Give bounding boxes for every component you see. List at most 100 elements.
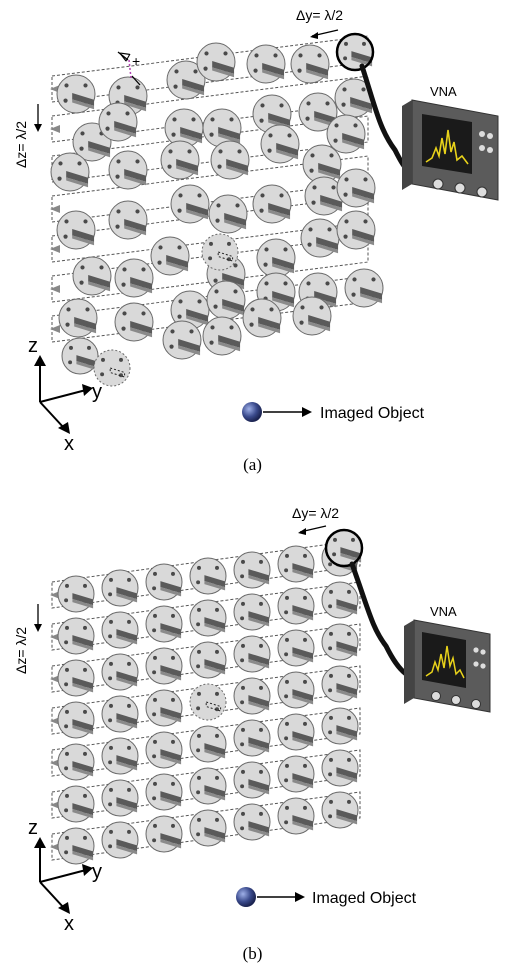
vna-label: VNA bbox=[430, 84, 457, 99]
antenna-probe bbox=[292, 296, 332, 336]
axis-x-label: x bbox=[64, 433, 74, 455]
antenna-probe bbox=[233, 719, 271, 757]
antenna-probe bbox=[256, 272, 296, 312]
antenna-probe bbox=[98, 102, 138, 142]
probe-array-irregular bbox=[50, 32, 384, 387]
row-arrow-icon bbox=[50, 125, 60, 133]
antenna-probe bbox=[336, 210, 376, 250]
axes-triad bbox=[34, 837, 93, 914]
antenna-probe bbox=[57, 785, 95, 823]
antenna-probe bbox=[233, 803, 271, 841]
antenna-probe bbox=[256, 238, 296, 278]
antenna-probe bbox=[72, 256, 112, 296]
antenna-probe bbox=[298, 92, 338, 132]
antenna-probe bbox=[114, 258, 154, 298]
antenna-probe bbox=[344, 268, 384, 308]
antenna-probe bbox=[202, 316, 242, 356]
dy-label: Δy= λ/2 bbox=[296, 7, 343, 23]
vna-device: VNA bbox=[404, 604, 491, 713]
antenna-probe bbox=[321, 791, 359, 829]
antenna-probe bbox=[233, 677, 271, 715]
antenna-probe bbox=[246, 44, 286, 84]
arrow-right-icon bbox=[295, 892, 305, 902]
panel-a-diagram: Δy= λ/2 Δz= λ/2 Δ + bbox=[13, 7, 499, 455]
antenna-probe bbox=[145, 605, 183, 643]
antenna-probe bbox=[101, 821, 139, 859]
antenna-probe bbox=[145, 731, 183, 769]
antenna-probe bbox=[189, 683, 227, 721]
antenna-probe bbox=[321, 623, 359, 661]
probe-array-regular bbox=[50, 528, 364, 865]
dz-annotation: Δz= λ/2 bbox=[13, 604, 42, 674]
dz-label: Δz= λ/2 bbox=[13, 121, 29, 168]
antenna-probe bbox=[50, 152, 90, 192]
antenna-probe bbox=[277, 587, 315, 625]
antenna-probe bbox=[326, 114, 366, 154]
dy-annotation: Δy= λ/2 bbox=[292, 505, 339, 535]
antenna-probe bbox=[145, 689, 183, 727]
antenna-probe bbox=[56, 210, 96, 250]
axis-z-label: z bbox=[28, 817, 38, 839]
delta-label: Δ bbox=[115, 47, 134, 63]
antenna-probe bbox=[189, 599, 227, 637]
antenna-probe bbox=[321, 581, 359, 619]
antenna-probe bbox=[242, 298, 282, 338]
row-arrow-icon bbox=[50, 759, 60, 767]
panel-a: Δy= λ/2 Δz= λ/2 Δ + bbox=[0, 0, 505, 474]
antenna-probe bbox=[300, 218, 340, 258]
antenna-probe bbox=[72, 122, 112, 162]
dz-annotation: Δz= λ/2 bbox=[13, 104, 42, 168]
antenna-probe bbox=[114, 302, 154, 342]
axis-x-label: x bbox=[64, 913, 74, 935]
antenna-probe bbox=[108, 200, 148, 240]
row-arrow-icon bbox=[50, 675, 60, 683]
antenna-probe bbox=[334, 78, 374, 118]
antenna-probe bbox=[166, 60, 206, 100]
imaged-object-legend: Imaged Object bbox=[236, 887, 417, 907]
antenna-probe bbox=[252, 94, 292, 134]
spectrum-trace bbox=[425, 129, 469, 165]
antenna-probe bbox=[233, 635, 271, 673]
sphere-icon bbox=[242, 402, 262, 422]
antenna-probe bbox=[145, 647, 183, 685]
antenna-probe bbox=[108, 150, 148, 190]
legend-text: Imaged Object bbox=[320, 405, 425, 422]
antenna-probe bbox=[210, 140, 250, 180]
antenna-probe bbox=[160, 140, 200, 180]
dz-label: Δz= λ/2 bbox=[13, 627, 29, 674]
antenna-probe bbox=[57, 575, 95, 613]
dy-annotation: Δy= λ/2 bbox=[296, 7, 343, 39]
vna-label: VNA bbox=[430, 604, 457, 619]
antenna-probe bbox=[162, 320, 202, 360]
scan-row bbox=[51, 155, 369, 223]
row-arrow-icon bbox=[50, 325, 60, 333]
antenna-probe bbox=[196, 42, 236, 82]
antenna-probe bbox=[321, 749, 359, 787]
antenna-probe bbox=[201, 233, 239, 271]
antenna-probe bbox=[189, 557, 227, 595]
antenna-probe bbox=[202, 108, 242, 148]
vna-device: VNA bbox=[402, 84, 499, 201]
antenna-probe bbox=[101, 653, 139, 691]
row-arrow-icon bbox=[50, 285, 60, 293]
antenna-probe bbox=[57, 827, 95, 865]
row-arrow-icon bbox=[50, 801, 60, 809]
arrow-right-icon bbox=[302, 407, 312, 417]
antenna-probe bbox=[101, 737, 139, 775]
imaged-object-legend: Imaged Object bbox=[242, 402, 425, 422]
antenna-probe bbox=[233, 593, 271, 631]
legend-text: Imaged Object bbox=[312, 890, 417, 907]
dy-label: Δy= λ/2 bbox=[292, 505, 339, 521]
antenna-probe bbox=[336, 168, 376, 208]
antenna-probe bbox=[277, 545, 315, 583]
axis-y-label: y bbox=[92, 381, 102, 403]
row-arrow-icon bbox=[50, 591, 60, 599]
vna-screen bbox=[422, 632, 466, 688]
antenna-probe bbox=[189, 809, 227, 847]
caption-b-text: (b) bbox=[242, 944, 263, 963]
antenna-probe bbox=[277, 797, 315, 835]
antenna-probe bbox=[277, 629, 315, 667]
sphere-icon bbox=[236, 887, 256, 907]
antenna-probe bbox=[101, 779, 139, 817]
antenna-probe bbox=[189, 725, 227, 763]
